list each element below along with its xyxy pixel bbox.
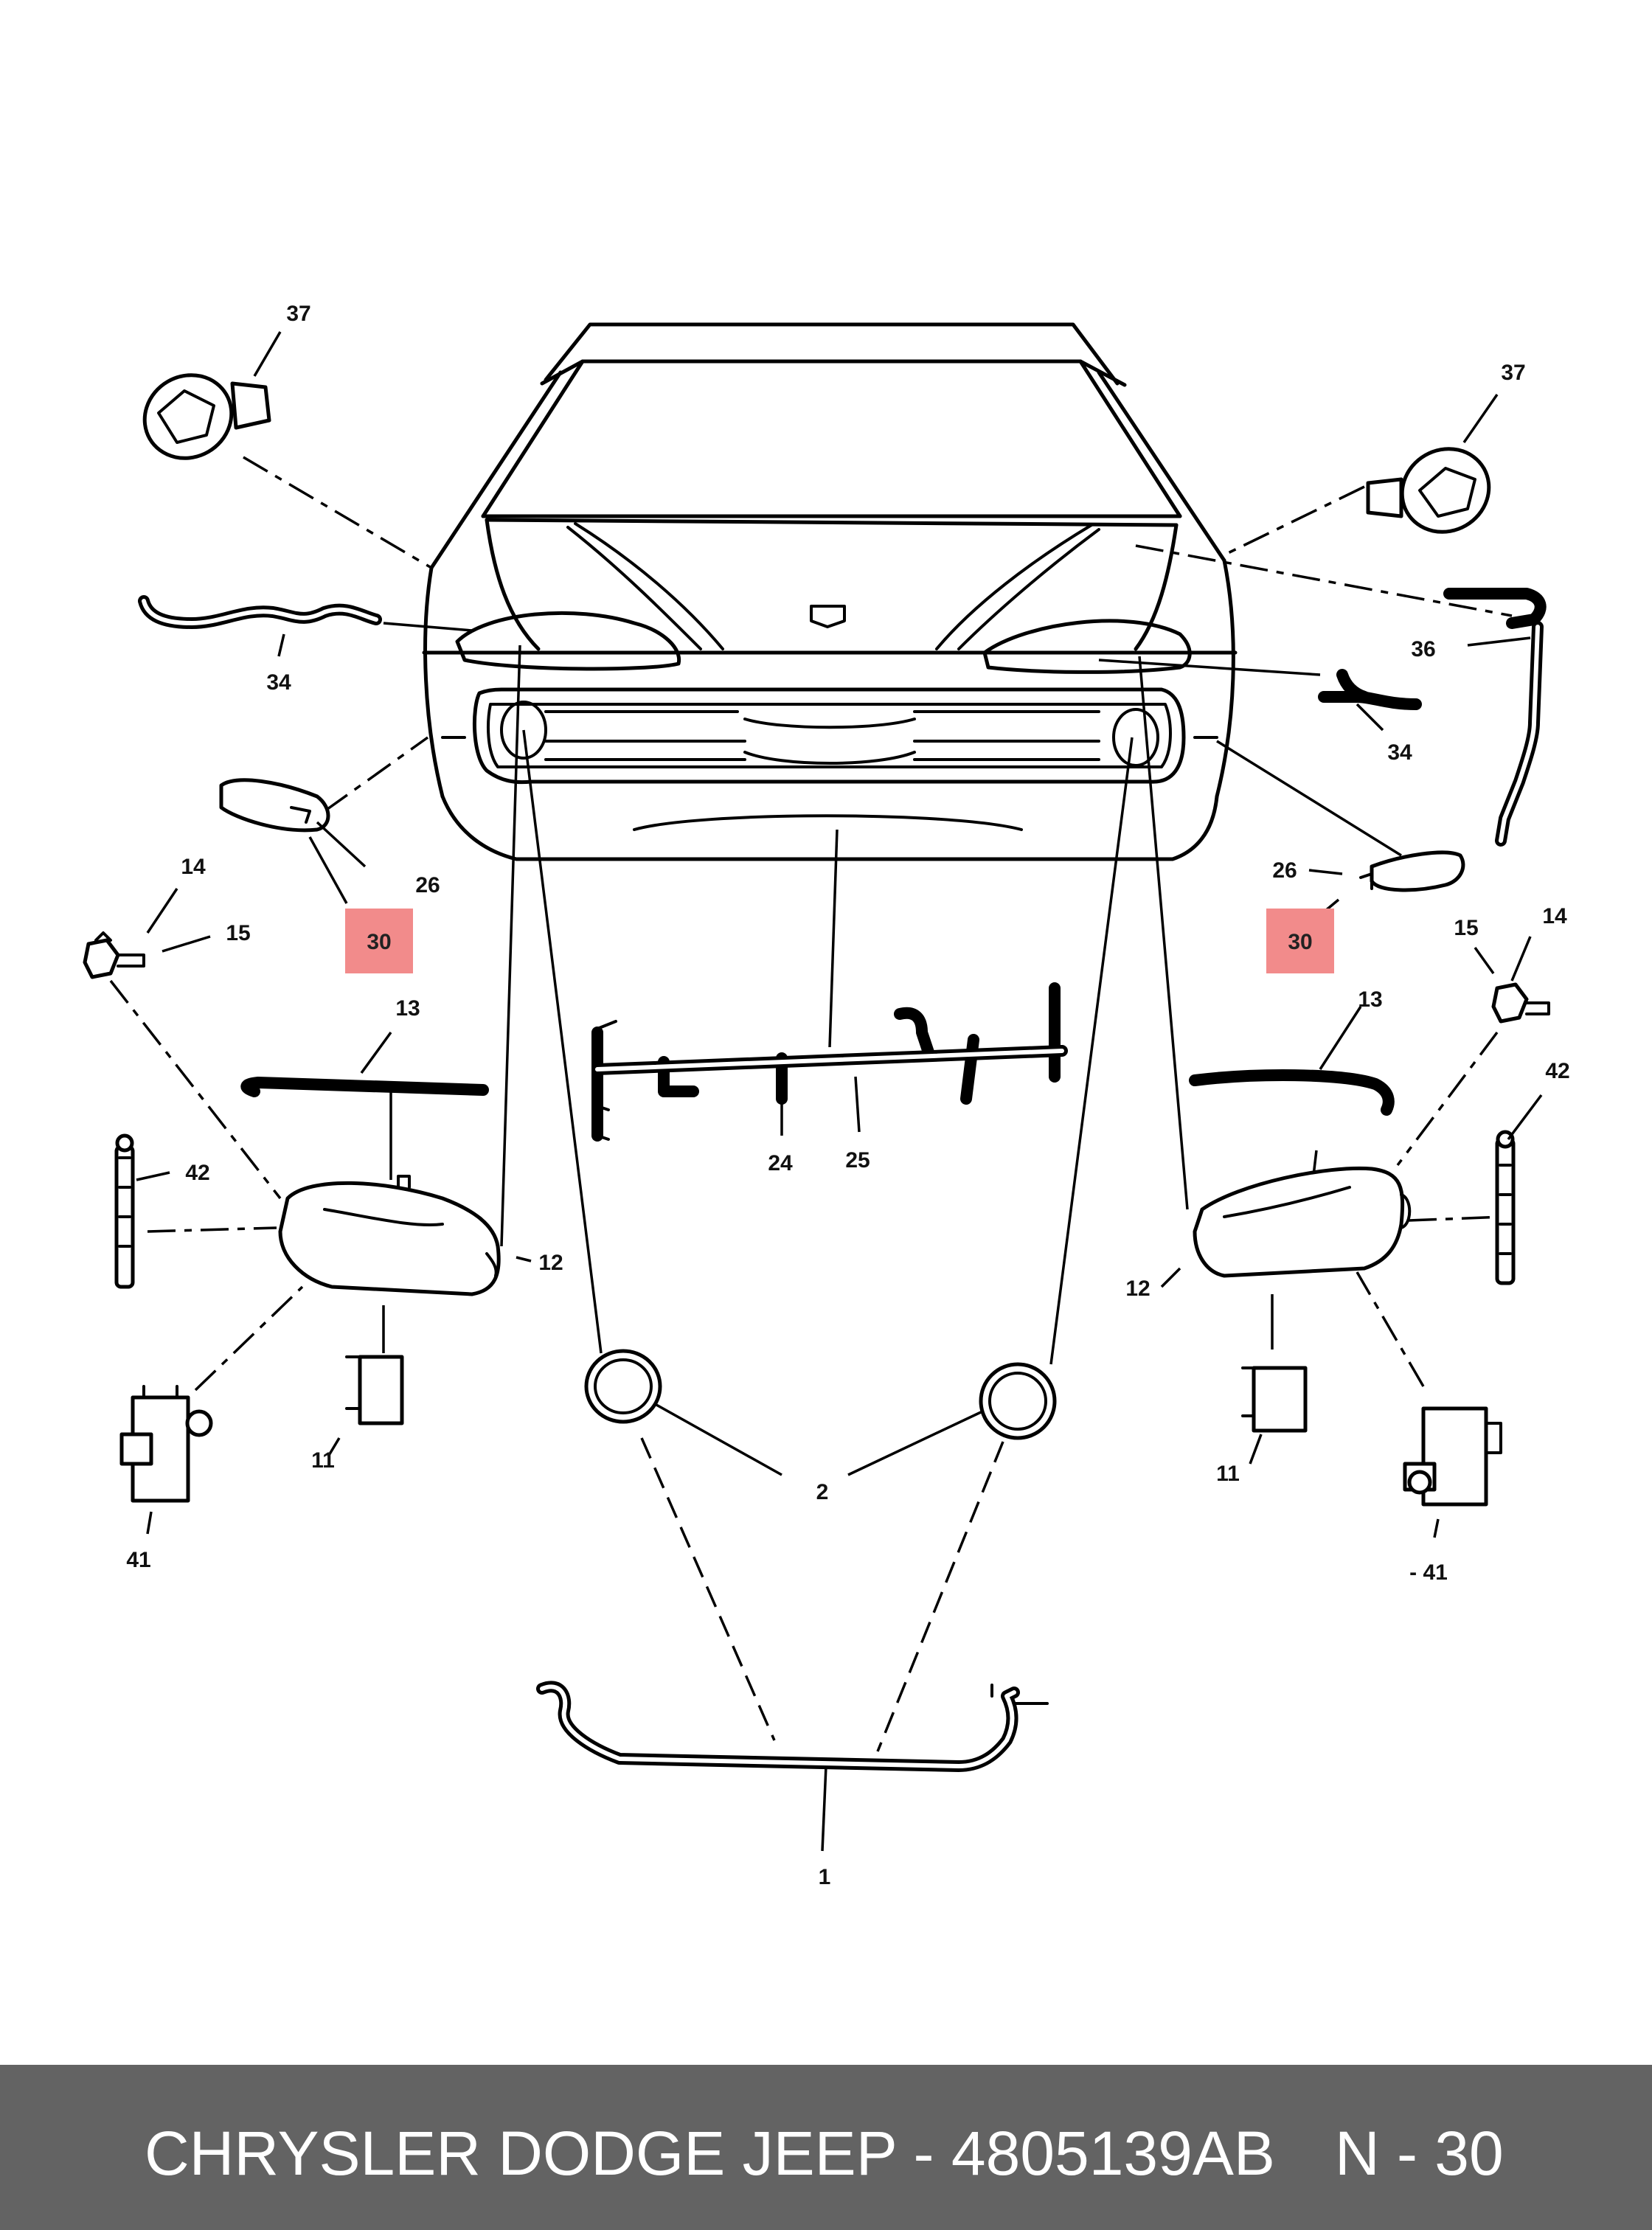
- callout-14-left: 14: [181, 855, 206, 879]
- wire-harness-right: [1318, 669, 1422, 710]
- fog-lamp-left: [584, 1349, 662, 1424]
- headlamp-seal-left: [240, 1077, 489, 1097]
- retainer-clip-left: [345, 1355, 404, 1425]
- page-reference: N - 30: [1335, 2119, 1504, 2188]
- callout-26-right: 26: [1272, 858, 1297, 883]
- callout-36: 36: [1411, 637, 1435, 661]
- part-number-text: CHRYSLER DODGE JEEP - 4805139AB: [145, 2119, 1275, 2188]
- exploded-parts-diagram: 30 30 37 37 34 36 34 26 26 14 15 15 14 1…: [83, 302, 1570, 1889]
- callout-42-left: 42: [185, 1161, 209, 1185]
- headlamp-seal-right: [1189, 1069, 1395, 1116]
- headlamp-assembly-right: [1193, 1166, 1412, 1278]
- callout-34-right: 34: [1387, 740, 1412, 765]
- callout-11-left: 11: [311, 1448, 335, 1473]
- leveling-motor-left: [119, 1385, 213, 1503]
- turn-signal-lamp-right: [1359, 850, 1465, 892]
- fascia-wiring-harness: [591, 982, 1068, 1142]
- vehicle-front-illustration: [422, 322, 1238, 861]
- callout-2: 2: [816, 1480, 829, 1504]
- callout-41-left: 41: [126, 1548, 150, 1572]
- callout-12-left: 12: [538, 1251, 563, 1275]
- highlight-box-right: [1266, 909, 1334, 973]
- callout-11-right: 11: [1216, 1462, 1240, 1486]
- side-marker-lamp-left: [142, 373, 271, 460]
- callout-41-right: - 41: [1409, 1560, 1448, 1585]
- part-number-footer: CHRYSLER DODGE JEEP - 4805139AB N - 30: [0, 2065, 1652, 2230]
- fog-lamp-right: [979, 1362, 1057, 1440]
- fog-lamp-wiring-harness: [536, 1681, 1049, 1852]
- callout-30-right: 30: [1288, 930, 1312, 954]
- callout-25: 25: [845, 1148, 870, 1173]
- callout-12-right: 12: [1125, 1276, 1150, 1301]
- callout-15-right: 15: [1454, 916, 1478, 940]
- side-marker-lamp-right: [1366, 447, 1491, 534]
- bulb-socket-left: [83, 931, 145, 979]
- callout-30-left: 30: [367, 930, 391, 954]
- callout-42-right: 42: [1545, 1059, 1569, 1083]
- callout-34-left: 34: [266, 670, 291, 695]
- headlamp-assembly-left: [278, 1175, 501, 1296]
- callout-37-right: 37: [1501, 361, 1525, 385]
- highlight-box-left: [345, 909, 413, 973]
- leveling-motor-right: [1403, 1406, 1502, 1507]
- bulb-socket-right: [1491, 982, 1550, 1024]
- callout-13-right: 13: [1358, 987, 1382, 1012]
- callout-14-right: 14: [1542, 904, 1567, 928]
- callout-13-left: 13: [395, 996, 420, 1021]
- washer-hose: [1443, 588, 1547, 847]
- adjuster-screw-right: [1495, 1130, 1516, 1285]
- highlighted-part-30: 30 30: [345, 909, 1334, 973]
- callout-1: 1: [819, 1865, 831, 1889]
- callout-15-left: 15: [226, 921, 250, 945]
- wire-harness-left: [138, 595, 382, 629]
- assembly-leader-lines: [109, 456, 1513, 1752]
- callout-24: 24: [768, 1151, 793, 1175]
- adjuster-screw-left: [114, 1133, 135, 1289]
- retainer-clip-right: [1241, 1366, 1308, 1433]
- callout-37-left: 37: [286, 302, 310, 326]
- turn-signal-lamp-left: [219, 778, 330, 833]
- callout-numbers: 37 37 34 36 34 26 26 14 15 15 14 13 13 4…: [126, 302, 1569, 1889]
- callout-26-left: 26: [415, 873, 440, 897]
